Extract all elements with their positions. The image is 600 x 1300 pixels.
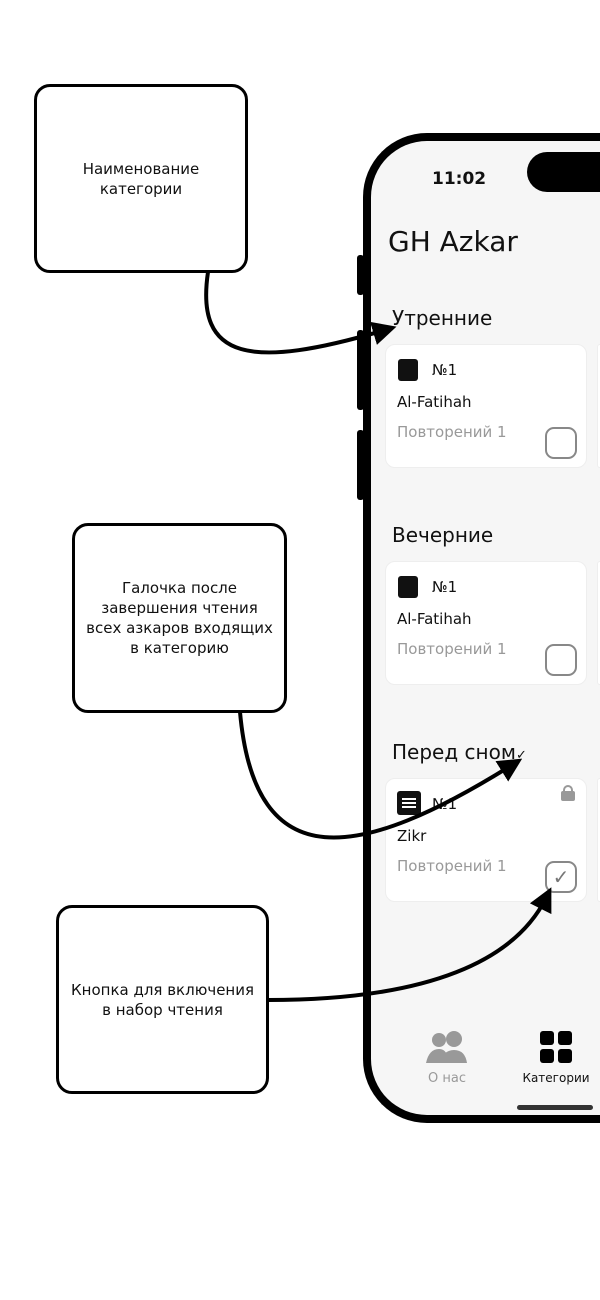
- lock-icon: [561, 785, 575, 801]
- annotation-text: Наименование категории: [82, 159, 200, 198]
- arrow-to-include-button: [267, 887, 552, 1002]
- home-indicator: [517, 1105, 593, 1110]
- section-title: Утренние: [392, 306, 493, 330]
- tab-about[interactable]: О нас: [397, 1031, 497, 1086]
- card-repeats: Повторений 1: [397, 857, 507, 875]
- dynamic-island: [527, 152, 600, 192]
- phone-side-button: [357, 330, 364, 410]
- include-checkbox-checked[interactable]: ✓: [545, 861, 577, 893]
- people-icon: [426, 1031, 467, 1063]
- annotation-text: Галочка после завершения чтения всех азк…: [86, 579, 273, 657]
- card-name: Al-Fatihah: [397, 610, 472, 628]
- azkar-card-next[interactable]: [597, 344, 600, 468]
- arrow-to-completed-check: [238, 711, 523, 840]
- grid-icon: [540, 1031, 572, 1063]
- phone-mockup: 11:02 GH Azkar Утренние №1 Al-Fatihah По…: [363, 133, 600, 1123]
- tab-label: О нас: [428, 1071, 466, 1086]
- completed-check-icon: ✓: [515, 748, 527, 763]
- azkar-card[interactable]: №1 Al-Fatihah Повторений 1: [385, 344, 587, 468]
- annotation-include-button: Кнопка для включения в набор чтения: [56, 905, 269, 1094]
- arrow-to-category-title: [204, 271, 397, 355]
- azkar-card[interactable]: №1 Al-Fatihah Повторений 1: [385, 561, 587, 685]
- include-checkbox[interactable]: [545, 427, 577, 459]
- book-icon: [398, 576, 418, 598]
- card-repeats: Повторений 1: [397, 640, 507, 658]
- card-name: Al-Fatihah: [397, 393, 472, 411]
- check-icon: ✓: [552, 865, 570, 889]
- card-name: Zikr: [397, 827, 427, 845]
- include-checkbox[interactable]: [545, 644, 577, 676]
- tab-categories[interactable]: Категории: [516, 1031, 596, 1085]
- section-title: Вечерние: [392, 523, 494, 547]
- section-title-text: Перед сном: [392, 740, 516, 764]
- tab-label: Категории: [522, 1071, 590, 1085]
- phone-side-button: [357, 430, 364, 500]
- annotation-text: Кнопка для включения в набор чтения: [71, 980, 254, 1019]
- card-number: №1: [432, 578, 458, 596]
- card-repeats: Повторений 1: [397, 423, 507, 441]
- app-title: GH Azkar: [388, 225, 518, 258]
- card-number: №1: [432, 361, 458, 379]
- azkar-card-next[interactable]: [597, 561, 600, 685]
- list-icon: [397, 791, 421, 815]
- annotation-category-name: Наименование категории: [34, 84, 248, 273]
- status-time: 11:02: [432, 169, 487, 189]
- azkar-card[interactable]: №1 Zikr Повторений 1 ✓: [385, 778, 587, 902]
- book-icon: [398, 359, 418, 381]
- azkar-card-next[interactable]: [597, 778, 600, 902]
- section-title: Перед сном✓: [392, 740, 527, 764]
- annotation-completion-check: Галочка после завершения чтения всех азк…: [72, 523, 287, 713]
- phone-side-button: [357, 255, 364, 295]
